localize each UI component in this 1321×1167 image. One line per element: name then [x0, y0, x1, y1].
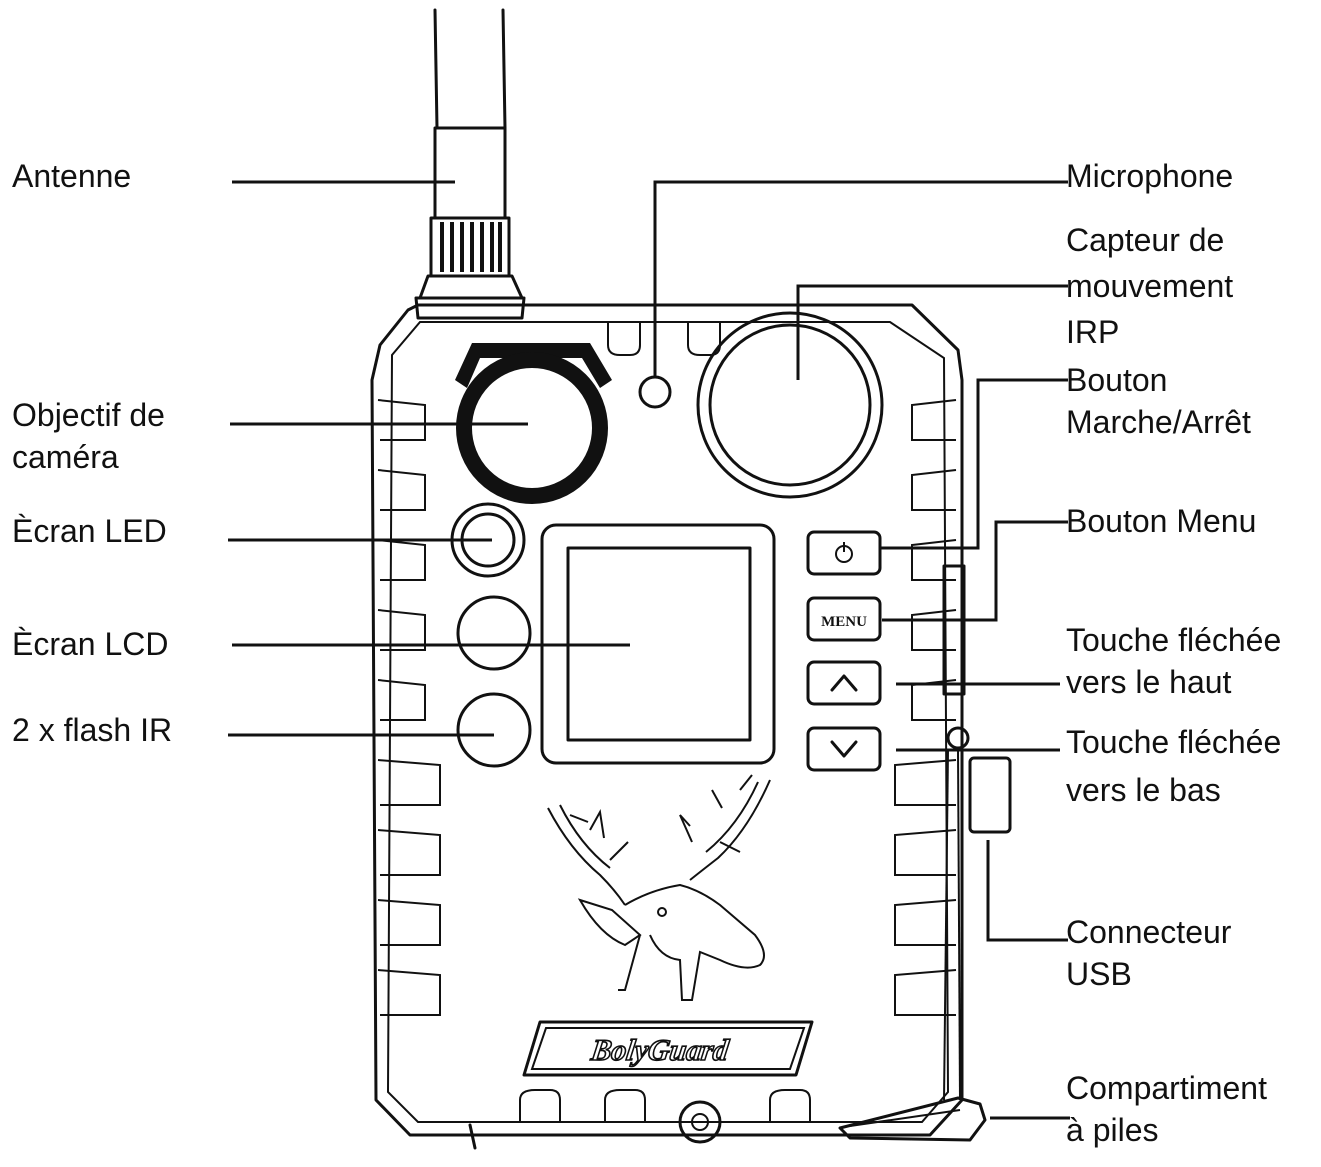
label-haut: Touche fléchée vers le haut — [1066, 619, 1281, 703]
label-line: 2 x flash IR — [12, 712, 173, 748]
label-bas: Touche fléchée vers le bas — [1066, 718, 1281, 814]
menu-button: MENU — [806, 596, 882, 642]
label-line: USB — [1066, 956, 1132, 992]
label-line: Capteur de — [1066, 222, 1225, 258]
deer-emblem — [547, 774, 771, 1001]
label-line: Marche/Arrêt — [1066, 404, 1251, 440]
label-line: Touche fléchée — [1066, 724, 1282, 760]
ir-flash-1 — [456, 595, 532, 671]
label-piles: Compartiment à piles — [1066, 1067, 1267, 1151]
down-button — [806, 726, 882, 772]
menu-key-text: MENU — [821, 614, 867, 630]
brand-plate: BolyGuard — [522, 1020, 814, 1077]
label-line: Connecteur — [1066, 914, 1232, 950]
label-microphone: Microphone — [1066, 155, 1233, 197]
label-flash-ir: 2 x flash IR — [12, 709, 172, 751]
label-line: Compartiment — [1066, 1070, 1267, 1106]
label-line: Ècran LCD — [12, 626, 169, 662]
ir-flash-2 — [456, 692, 532, 768]
label-line: Antenne — [12, 158, 132, 194]
label-ecran-led: Ècran LED — [12, 510, 167, 552]
pir-sensor — [696, 311, 884, 499]
label-line: Bouton Menu — [1066, 503, 1257, 539]
label-line: à piles — [1066, 1112, 1159, 1148]
antenna — [414, 8, 526, 320]
label-line: Microphone — [1066, 158, 1234, 194]
label-line: Bouton — [1066, 362, 1168, 398]
label-line: mouvement — [1066, 268, 1234, 304]
label-line: caméra — [12, 439, 119, 475]
label-antenne: Antenne — [12, 155, 131, 197]
label-line: Objectif de — [12, 397, 165, 433]
label-capteur: Capteur de mouvement IRP — [1066, 217, 1233, 355]
leader-lines-right — [653, 180, 1070, 1120]
label-line: Ècran LED — [12, 513, 167, 549]
label-marche-arret: Bouton Marche/Arrêt — [1066, 359, 1251, 443]
leader-lines-left — [228, 180, 630, 737]
label-line: vers le haut — [1066, 664, 1232, 700]
camera-lens — [455, 343, 612, 504]
label-objectif: Objectif de caméra — [12, 394, 165, 478]
microphone — [638, 375, 672, 409]
camera-body — [370, 303, 964, 1144]
label-line: IRP — [1066, 314, 1120, 350]
label-line: vers le bas — [1066, 772, 1221, 808]
label-usb: Connecteur USB — [1066, 911, 1231, 995]
side-hardware — [468, 564, 1012, 1150]
label-menu: Bouton Menu — [1066, 500, 1256, 542]
label-ecran-lcd: Ècran LCD — [12, 623, 169, 665]
power-button — [806, 530, 882, 576]
brand-logo: BolyGuard — [588, 1033, 731, 1067]
up-button — [806, 660, 882, 706]
label-line: Touche fléchée — [1066, 622, 1282, 658]
